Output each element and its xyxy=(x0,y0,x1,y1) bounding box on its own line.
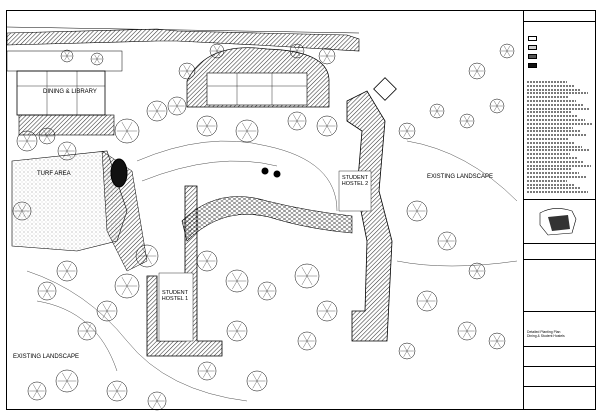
label-student-hostel-1: STUDENT HOSTEL 1 xyxy=(161,290,189,302)
tree-symbol xyxy=(294,263,320,289)
label-existing-landscape-right: EXISTING LANDSCAPE xyxy=(427,174,494,180)
tree-symbol xyxy=(114,273,140,299)
label-student-hostel-2: STUDENT HOSTEL 2 xyxy=(341,175,369,187)
legend-swatch xyxy=(528,45,537,50)
tree-symbol xyxy=(457,321,477,341)
legend-swatch xyxy=(528,63,537,68)
tree-symbol xyxy=(196,115,218,137)
drawing-title: Detailed Planting Plan Dining & Student … xyxy=(527,330,565,338)
tree-symbol xyxy=(90,52,104,66)
tree-symbol xyxy=(96,300,118,322)
label-turf-area: TURF AREA xyxy=(37,171,71,177)
tree-symbol xyxy=(257,281,277,301)
tree-symbol xyxy=(209,43,225,59)
label-dining-library: DINING & LIBRARY xyxy=(43,89,97,95)
tree-symbol xyxy=(246,370,268,392)
key-plan xyxy=(539,208,577,236)
legend-swatch xyxy=(528,54,537,59)
tree-symbol xyxy=(37,281,57,301)
tree-symbol xyxy=(178,62,196,80)
tree-symbol xyxy=(114,118,140,144)
tree-symbol xyxy=(60,49,74,63)
tree-symbol xyxy=(437,231,457,251)
tree-symbol xyxy=(398,342,416,360)
tree-symbol xyxy=(429,103,445,119)
tree-symbol xyxy=(146,100,168,122)
tree-symbol xyxy=(235,119,259,143)
tree-symbol xyxy=(56,260,78,282)
plan-drawing xyxy=(7,26,518,411)
tree-symbol xyxy=(488,332,506,350)
tree-symbol xyxy=(12,201,32,221)
tree-symbol xyxy=(499,43,515,59)
tree-symbol xyxy=(489,98,505,114)
tree-symbol xyxy=(459,113,475,129)
legend-swatch xyxy=(528,36,537,41)
tree-symbol xyxy=(27,381,47,401)
tree-symbol xyxy=(196,250,218,272)
student-hostel-2 xyxy=(346,90,393,342)
title-block: Detailed Planting Plan Dining & Student … xyxy=(524,10,596,410)
site-plan: DINING & LIBRARY TURF AREA STUDENT HOSTE… xyxy=(6,10,524,411)
tree-symbol xyxy=(147,391,167,411)
tree-symbol xyxy=(225,269,249,293)
tree-symbol xyxy=(297,331,317,351)
tree-symbol xyxy=(468,262,486,280)
tree-symbol xyxy=(167,96,187,116)
dining-library-building xyxy=(7,50,123,136)
tree-symbol xyxy=(287,111,307,131)
tree-symbol xyxy=(77,321,97,341)
tree-symbol xyxy=(406,200,428,222)
tree-symbol xyxy=(55,369,79,393)
tree-symbol xyxy=(316,115,338,137)
tree-symbol xyxy=(468,62,486,80)
tree-symbol xyxy=(135,244,159,268)
tree-symbol xyxy=(106,380,128,402)
tree-symbol xyxy=(16,130,38,152)
tree-symbol xyxy=(316,300,338,322)
cobble-path xyxy=(181,196,353,242)
central-building xyxy=(186,47,330,108)
tree-symbol xyxy=(57,141,77,161)
tree-symbol xyxy=(226,320,248,342)
tree-symbol xyxy=(318,47,336,65)
boundary-band xyxy=(7,28,360,52)
tree-symbol xyxy=(416,290,438,312)
label-existing-landscape-left: EXISTING LANDSCAPE xyxy=(13,354,80,360)
tree-symbol xyxy=(289,43,305,59)
tree-symbol xyxy=(197,361,217,381)
tree-symbol xyxy=(398,122,416,140)
tree-symbol xyxy=(38,127,56,145)
